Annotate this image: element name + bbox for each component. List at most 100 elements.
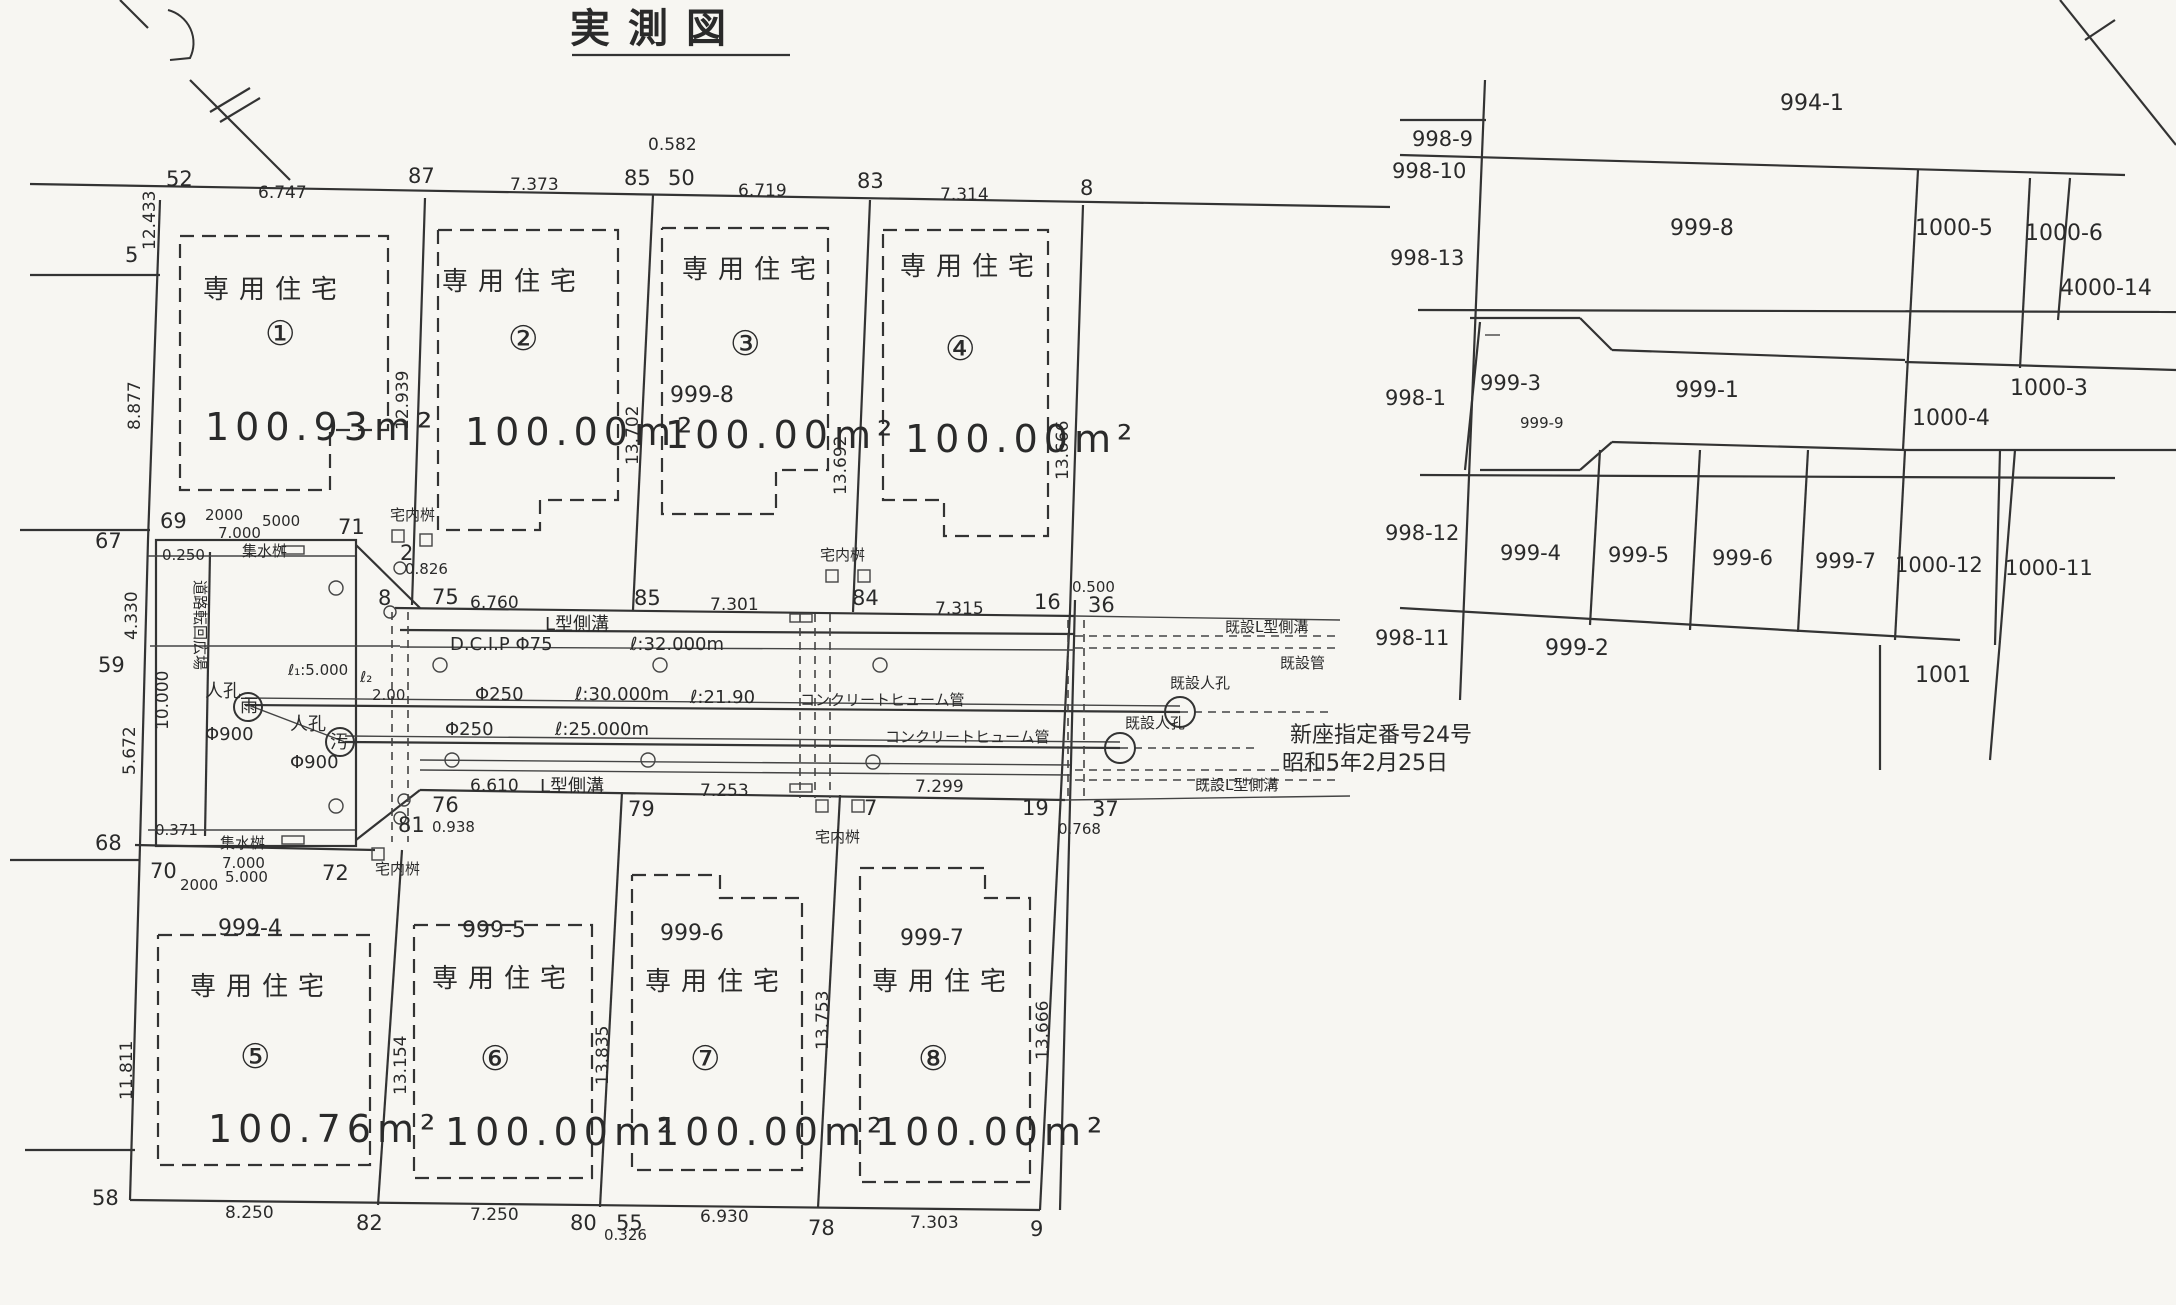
svg-text:999-7: 999-7: [1815, 549, 1876, 573]
house-number: ⑤: [240, 1037, 270, 1077]
svg-text:L型側溝: L型側溝: [545, 614, 609, 635]
svg-text:1000-12: 1000-12: [1895, 553, 1983, 577]
svg-text:67: 67: [95, 529, 122, 553]
svg-text:9: 9: [1030, 1217, 1043, 1241]
svg-text:13.753: 13.753: [813, 991, 833, 1050]
pipes: [150, 612, 1330, 842]
house-label: 専用住宅: [872, 967, 1016, 997]
house-label: 専用住宅: [203, 275, 347, 305]
north-arrow-icon: [119, 0, 2176, 181]
svg-text:6.610: 6.610: [470, 776, 519, 796]
house-number: ②: [508, 319, 538, 359]
point-labels: 52 87 85 50 83 8 67 69 71 75 85 84 16 36…: [92, 164, 1119, 1241]
svg-text:19: 19: [1022, 796, 1049, 820]
svg-text:4000-14: 4000-14: [2060, 276, 2152, 301]
svg-text:ℓ₁:5.000: ℓ₁:5.000: [287, 661, 348, 679]
svg-text:ℓ:32.000m: ℓ:32.000m: [629, 634, 724, 655]
house-label: 専用住宅: [442, 267, 586, 297]
svg-text:5.000: 5.000: [225, 868, 268, 886]
svg-text:69: 69: [160, 509, 187, 533]
house-5: 999-4 専用住宅 ⑤ 100.76m²: [190, 916, 441, 1151]
svg-text:1000-11: 1000-11: [2005, 556, 2093, 580]
svg-text:8: 8: [1080, 176, 1093, 200]
svg-text:人孔: 人孔: [290, 714, 326, 735]
svg-text:6.930: 6.930: [700, 1207, 749, 1227]
house-area: 100.93m²: [205, 405, 438, 449]
svg-text:999-8: 999-8: [1670, 216, 1734, 241]
svg-text:37: 37: [1092, 797, 1119, 821]
house-area: 100.00m²: [875, 1110, 1108, 1154]
svg-text:人孔: 人孔: [205, 681, 241, 702]
house-lot: 999-6: [660, 921, 724, 946]
house-number: ③: [730, 324, 760, 364]
svg-text:87: 87: [408, 164, 435, 188]
svg-text:宅内桝: 宅内桝: [820, 546, 865, 564]
svg-text:11.811: 11.811: [117, 1041, 137, 1100]
svg-text:999-1: 999-1: [1675, 378, 1739, 403]
svg-text:50: 50: [668, 166, 695, 190]
svg-text:Φ250: Φ250: [475, 684, 524, 705]
house-3: 専用住宅 ③ 999-8 100.00m²: [665, 255, 892, 457]
svg-text:76: 76: [432, 793, 459, 817]
house-area: 100.00m²: [465, 410, 698, 454]
svg-text:79: 79: [628, 797, 655, 821]
svg-text:998-9: 998-9: [1412, 127, 1473, 151]
house-label: 専用住宅: [645, 967, 789, 997]
house-lot: 999-4: [218, 916, 282, 941]
existing-manhole-icon: [1164, 696, 1196, 728]
svg-text:7.253: 7.253: [700, 781, 749, 801]
svg-text:6.719: 6.719: [738, 181, 787, 201]
house-8: 999-7 専用住宅 ⑧ 100.00m²: [872, 926, 1108, 1154]
svg-text:0.826: 0.826: [405, 560, 448, 578]
svg-text:999-9: 999-9: [1520, 414, 1564, 432]
svg-text:7.314: 7.314: [940, 185, 989, 205]
manholes: [233, 529, 1196, 861]
svg-text:既設人孔: 既設人孔: [1125, 714, 1185, 732]
svg-text:コンクリートヒューム管: コンクリートヒューム管: [800, 691, 965, 709]
svg-text:1000-4: 1000-4: [1912, 406, 1990, 431]
svg-text:7.301: 7.301: [710, 595, 759, 615]
svg-text:59: 59: [98, 653, 125, 677]
svg-text:汚: 汚: [330, 732, 348, 753]
svg-text:36: 36: [1088, 593, 1115, 617]
svg-text:ℓ:21.90: ℓ:21.90: [689, 687, 755, 708]
house-lot: 999-7: [900, 926, 964, 951]
svg-text:72: 72: [322, 861, 349, 885]
svg-text:7.299: 7.299: [915, 777, 964, 797]
house-number: ④: [945, 329, 975, 369]
svg-text:998-12: 998-12: [1385, 521, 1459, 545]
svg-text:994-1: 994-1: [1780, 91, 1844, 116]
svg-text:新座指定番号24号: 新座指定番号24号: [1290, 723, 1472, 748]
house-number: ①: [265, 314, 295, 354]
svg-text:999-4: 999-4: [1500, 541, 1561, 565]
svg-text:D.C.I.P Φ75: D.C.I.P Φ75: [450, 634, 553, 655]
house-area: 100.00m²: [905, 417, 1138, 461]
svg-text:13.666: 13.666: [1053, 421, 1073, 480]
svg-text:8.250: 8.250: [225, 1203, 274, 1223]
house-7: 999-6 専用住宅 ⑦ 100.00m²: [645, 921, 882, 1154]
svg-text:16: 16: [1034, 590, 1061, 614]
svg-text:70: 70: [150, 859, 177, 883]
svg-text:83: 83: [857, 169, 884, 193]
svg-text:13.154: 13.154: [391, 1036, 411, 1095]
manhole-icon: [233, 692, 263, 722]
manhole-icon: [325, 727, 355, 757]
svg-text:5.672: 5.672: [120, 726, 140, 775]
house-6: 999-5 専用住宅 ⑥ 100.00m²: [432, 918, 672, 1154]
svg-text:999-3: 999-3: [1480, 371, 1541, 395]
svg-text:コンクリートヒューム管: コンクリートヒューム管: [885, 728, 1050, 746]
svg-text:84: 84: [852, 586, 879, 610]
svg-text:999-5: 999-5: [1608, 543, 1669, 567]
house-area: 100.76m²: [208, 1107, 441, 1151]
svg-text:既設L型側溝: 既設L型側溝: [1195, 776, 1278, 794]
svg-text:1000-6: 1000-6: [2025, 221, 2103, 246]
house-number: ⑥: [480, 1039, 510, 1079]
house-4: 専用住宅 ④ 100.00m²: [900, 252, 1138, 461]
svg-text:1000-5: 1000-5: [1915, 216, 1993, 241]
svg-text:5: 5: [125, 243, 138, 267]
svg-text:999-6: 999-6: [1712, 546, 1773, 570]
svg-text:58: 58: [92, 1186, 119, 1210]
svg-text:52: 52: [166, 167, 193, 191]
svg-text:7.373: 7.373: [510, 175, 559, 195]
